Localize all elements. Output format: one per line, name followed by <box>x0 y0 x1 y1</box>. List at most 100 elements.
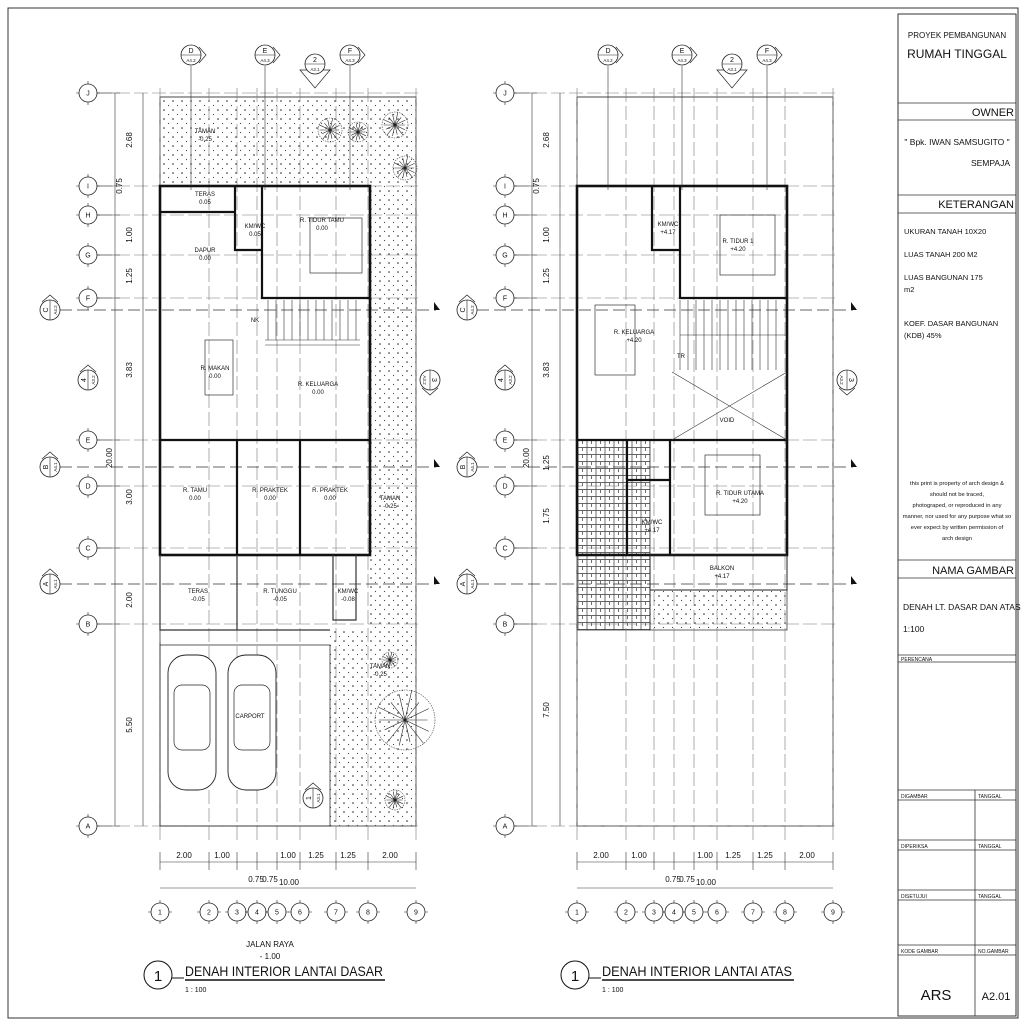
dimension-vertical: 1.75 <box>542 508 551 524</box>
room-level: -0.25 <box>373 672 387 678</box>
section-marker-left-sheet: A3.2 <box>508 375 513 385</box>
disclaimer-line: ever expect by written permission of <box>911 525 1004 531</box>
section-marker-left-sheet: A4.1 <box>470 579 475 589</box>
plan-title: DENAH INTERIOR LANTAI DASAR <box>185 963 383 979</box>
owner-header: OWNER <box>972 107 1014 119</box>
grid-bubble-col-label: 5 <box>275 910 279 917</box>
section-arrow-icon <box>851 459 857 467</box>
grid-bubble-col: 6 <box>288 900 312 924</box>
grid-bubble-row-ticks <box>76 286 100 310</box>
dimension-vertical: 1.25 <box>542 268 551 284</box>
dimension-vertical: 3.83 <box>542 362 551 378</box>
grid-bubble-row-label: E <box>503 438 508 445</box>
room-name: R. TIDUR 1 <box>723 239 755 245</box>
sofa-set <box>594 304 636 376</box>
grid-bubble-row-ticks <box>76 243 100 267</box>
no-gambar-label: NO.GAMBAR <box>978 949 1009 955</box>
dimension-vertical: 5.50 <box>125 717 134 733</box>
car-body <box>167 654 217 791</box>
grid-bubble-row-label: F <box>86 296 90 303</box>
room-level: +4.17 <box>714 574 730 580</box>
street-label: JALAN RAYA <box>246 940 294 949</box>
room-name: R. TIDUR UTAMA <box>716 491 764 497</box>
marker-letter: 2 <box>313 57 317 64</box>
grid-bubble-row: C <box>76 536 100 560</box>
tree-canopy <box>317 117 343 143</box>
grid-bubble-row: I <box>76 174 100 198</box>
tree-branches <box>394 156 415 179</box>
bed <box>719 214 776 276</box>
bed <box>309 217 363 274</box>
tanggal-label: TANGGAL <box>978 844 1002 850</box>
grid-bubble-row: J <box>76 81 100 105</box>
tree <box>381 111 409 139</box>
elevation-marker-top-letter: F <box>765 48 769 55</box>
dimension-horizontal: 0.75 <box>665 875 681 884</box>
room-level: +4.20 <box>730 247 746 253</box>
disclaimer-line: arch design <box>942 536 972 542</box>
keterangan-header: KETERANGAN <box>938 199 1014 211</box>
grid-bubble-col-label: 9 <box>831 910 835 917</box>
section-marker-left-sheet: A4.1 <box>470 462 475 472</box>
grid-bubble-col-label: 9 <box>414 910 418 917</box>
room-name: R. PRAKTEK <box>252 488 288 494</box>
section-marker-left-letter: A <box>460 581 467 586</box>
room-level: +4.20 <box>626 338 642 344</box>
section-marker-right-letter: 3 <box>430 378 437 382</box>
section-marker-left-arrow <box>496 364 514 373</box>
grid-bubble-col-ticks <box>682 900 706 924</box>
grid-bubble-col: 3 <box>642 900 666 924</box>
section-marker-carport-arrow <box>304 782 322 791</box>
grid-bubble-row: J <box>493 81 517 105</box>
room-name: NK <box>251 318 259 324</box>
elevation-marker-top-arrow <box>774 46 783 64</box>
roof-tiles-area <box>576 439 651 631</box>
section-marker-left-letter: C <box>43 307 50 312</box>
grid-bubble-row: B <box>76 612 100 636</box>
tree <box>384 789 406 811</box>
disclaimer-line: this print is property of arch design & <box>910 481 1004 487</box>
room-name: DAPUR <box>194 248 216 254</box>
dimension-vertical: 2.00 <box>125 592 134 608</box>
section-marker-left-arrow <box>41 451 59 460</box>
room-name: R. TAMU <box>183 488 207 494</box>
project-name: RUMAH TINGGAL <box>907 47 1007 61</box>
grid-bubble-row-label: A <box>86 824 91 831</box>
section-marker-left-sheet: A4.2 <box>470 305 475 315</box>
tree-canopy <box>347 121 369 143</box>
dimension-vertical: 7.50 <box>542 702 551 718</box>
grid-bubble-row-ticks <box>76 814 100 838</box>
section-arrow-icon <box>434 459 440 467</box>
grid-bubble-col: 8 <box>773 900 797 924</box>
grid-bubble-col-label: 4 <box>255 910 259 917</box>
plan-scale: 1 : 100 <box>185 987 207 994</box>
section-marker-left-sheet: A4.1 <box>53 579 58 589</box>
plan-number: 1 <box>571 968 579 985</box>
elevation-marker-top-sheet: A4.3 <box>677 58 687 63</box>
elevation-marker-top: DA4.2 <box>180 44 207 66</box>
section-arrow-icon <box>434 576 440 584</box>
plan-number-circle <box>143 960 173 990</box>
dimension-horizontal: 1.00 <box>631 851 647 860</box>
grid-bubble-col-label: 8 <box>783 910 787 917</box>
carport-area <box>159 644 331 827</box>
grid-bubble-col-ticks <box>356 900 380 924</box>
room-level: -0.25 <box>383 504 397 510</box>
grid-bubble-col-label: 2 <box>207 910 211 917</box>
grid-bubble-row: C <box>493 536 517 560</box>
elevation-marker-top-letter: D <box>605 48 610 55</box>
car-body <box>227 654 277 791</box>
section-marker-left-letter: A <box>43 581 50 586</box>
plan-scale: 1 : 100 <box>602 987 624 994</box>
grid-bubble-col-ticks <box>404 900 428 924</box>
grid-bubble-row: D <box>76 474 100 498</box>
section-marker-left-arrow <box>458 451 476 460</box>
dimension-vertical: 3.83 <box>125 362 134 378</box>
section-marker-left-arrow <box>41 294 59 303</box>
street-level: - 1.00 <box>260 952 281 961</box>
balcony-outline <box>649 554 788 591</box>
